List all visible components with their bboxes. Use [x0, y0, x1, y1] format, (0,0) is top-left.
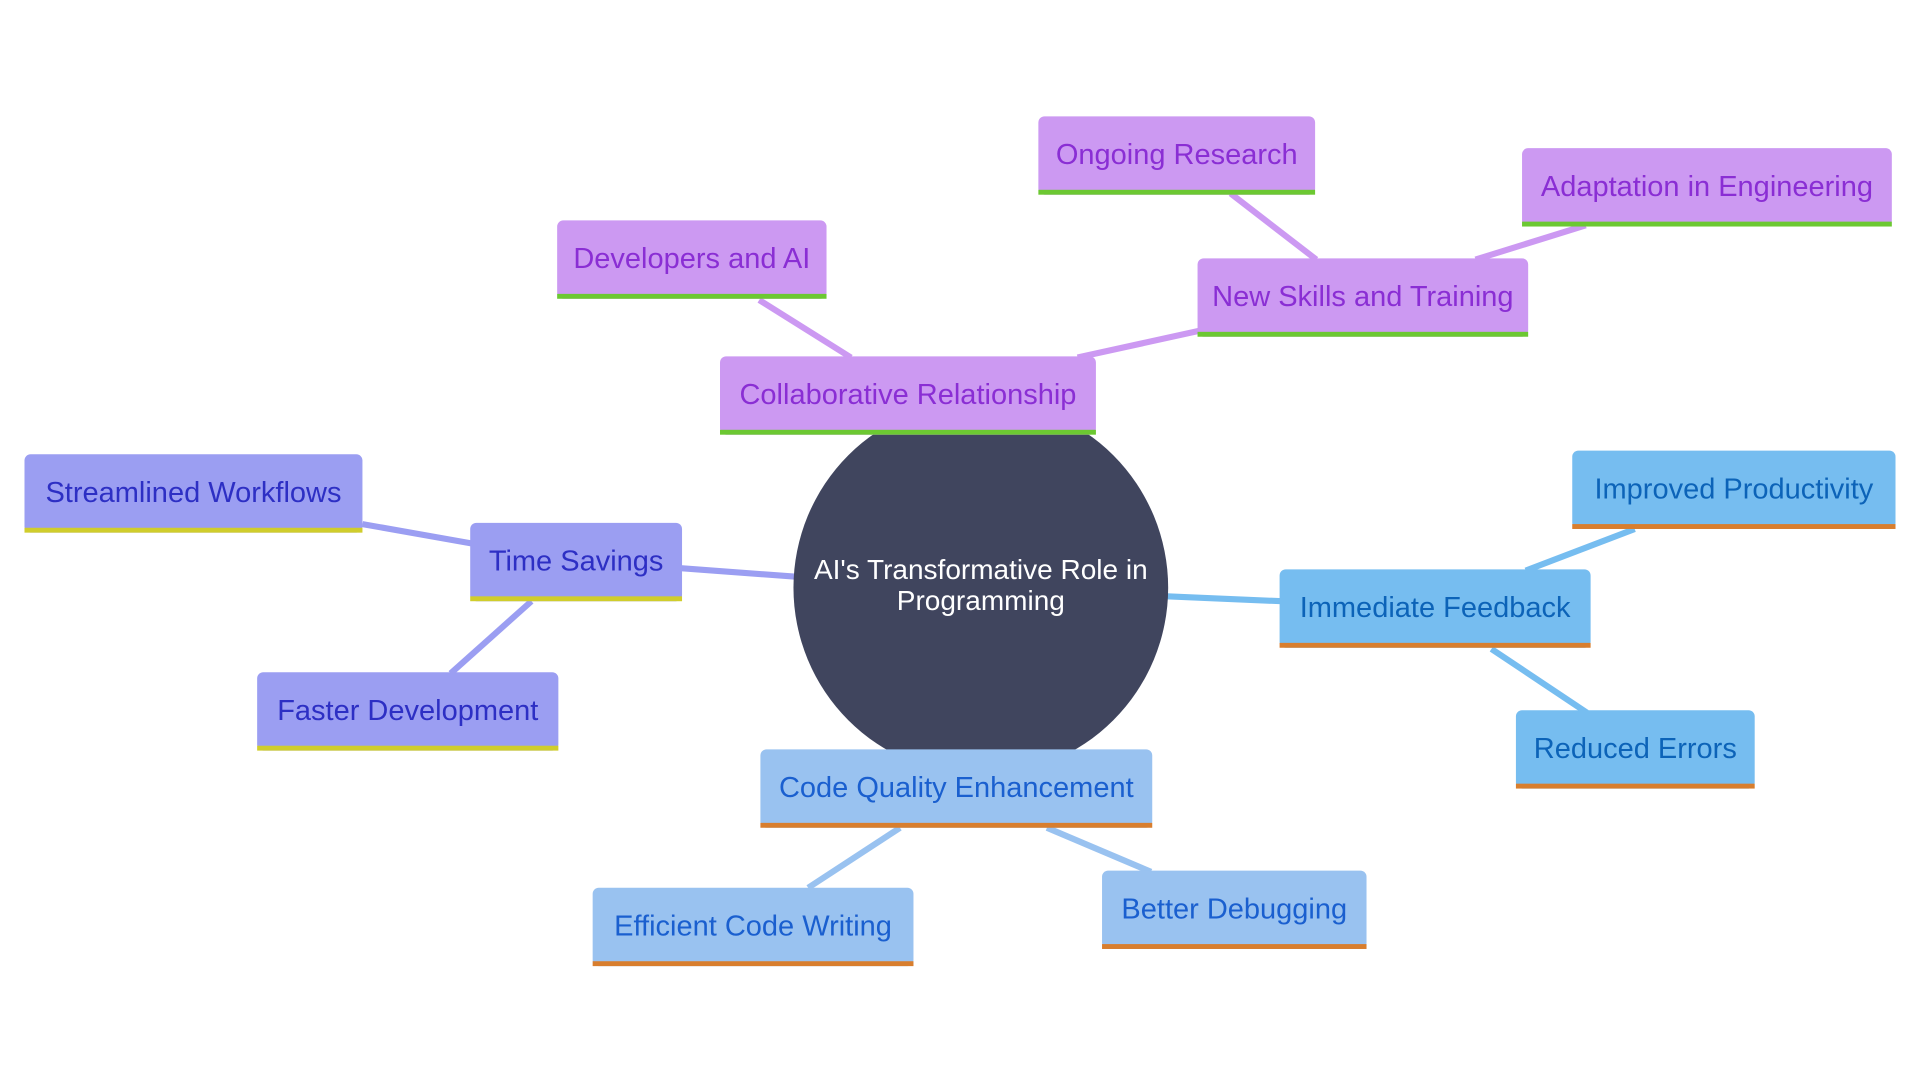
node-label: Developers and AI: [573, 243, 810, 275]
node-box: [1038, 116, 1316, 195]
node-underline: [1515, 783, 1755, 789]
edge-efficient: [806, 825, 902, 891]
node-box: [1102, 870, 1367, 949]
node-box: [1522, 148, 1892, 227]
node-label: Immediate Feedback: [1300, 592, 1571, 624]
node-label: Efficient Code Writing: [614, 911, 892, 943]
node-efficient: Efficient Code Writing: [592, 887, 914, 967]
edge-feedback: [1166, 593, 1283, 605]
node-label: Code Quality Enhancement: [779, 772, 1134, 804]
mindmap-nodes: Collaborative Relationship Developers and…: [24, 116, 1896, 967]
node-streamlined: Streamlined Workflows: [24, 454, 363, 533]
root-label-line: Programming: [897, 585, 1065, 616]
node-underline: [470, 596, 683, 602]
node-underline: [1102, 944, 1367, 949]
node-time: Time Savings: [470, 522, 683, 602]
node-research: Ongoing Research: [1038, 116, 1316, 195]
node-adapt: Adaptation in Engineering: [1522, 148, 1892, 227]
node-underline: [760, 822, 1153, 828]
node-label: Time Savings: [489, 546, 664, 578]
node-quality: Code Quality Enhancement: [760, 749, 1153, 828]
root-circle: [793, 400, 1169, 776]
node-label: Ongoing Research: [1056, 139, 1298, 171]
node-faster: Faster Development: [257, 672, 559, 751]
node-underline: [1038, 189, 1316, 195]
node-box: [470, 522, 683, 602]
node-label: Streamlined Workflows: [45, 477, 341, 509]
node-skills: New Skills and Training: [1197, 258, 1529, 337]
edge-skills: [1076, 327, 1201, 361]
node-box: [760, 749, 1153, 828]
node-label: Adaptation in Engineering: [1541, 171, 1873, 203]
node-underline: [24, 527, 363, 533]
node-collab: Collaborative Relationship: [720, 356, 1096, 435]
node-box: [1572, 450, 1896, 529]
node-box: [557, 220, 827, 299]
node-underline: [1279, 642, 1591, 648]
node-underline: [1572, 524, 1896, 529]
node-productivity: Improved Productivity: [1572, 450, 1896, 529]
node-underline: [1522, 221, 1892, 227]
node-feedback: Immediate Feedback: [1279, 569, 1591, 648]
node-underline: [720, 429, 1096, 435]
edge-time: [680, 565, 797, 580]
node-underline: [1197, 331, 1529, 337]
node-errors: Reduced Errors: [1515, 710, 1755, 789]
node-label: Better Debugging: [1121, 893, 1347, 925]
node-underline: [557, 293, 827, 299]
node-label: Improved Productivity: [1594, 473, 1873, 505]
edge-adapt: [1474, 222, 1587, 263]
node-label: Reduced Errors: [1534, 733, 1737, 765]
node-debugging: Better Debugging: [1102, 870, 1367, 949]
node-box: [24, 454, 363, 533]
node-box: [592, 887, 914, 967]
edge-research: [1228, 191, 1319, 263]
node-box: [1279, 569, 1591, 648]
node-underline: [592, 961, 914, 967]
edge-devs: [757, 297, 853, 361]
edge-streamlined: [361, 521, 474, 547]
edge-errors: [1489, 646, 1589, 716]
node-label: Faster Development: [277, 695, 538, 727]
node-label: New Skills and Training: [1212, 281, 1513, 313]
node-underline: [257, 745, 559, 751]
node-box: [1197, 258, 1529, 337]
root-label-line: AI's Transformative Role in: [814, 554, 1148, 585]
edge-debugging: [1045, 824, 1153, 875]
node-box: [257, 672, 559, 751]
node-devs: Developers and AI: [557, 220, 827, 299]
node-label: Collaborative Relationship: [739, 379, 1076, 411]
edge-productivity: [1524, 526, 1636, 574]
edge-faster: [448, 598, 534, 676]
node-box: [1515, 710, 1755, 789]
node-box: [720, 356, 1096, 435]
